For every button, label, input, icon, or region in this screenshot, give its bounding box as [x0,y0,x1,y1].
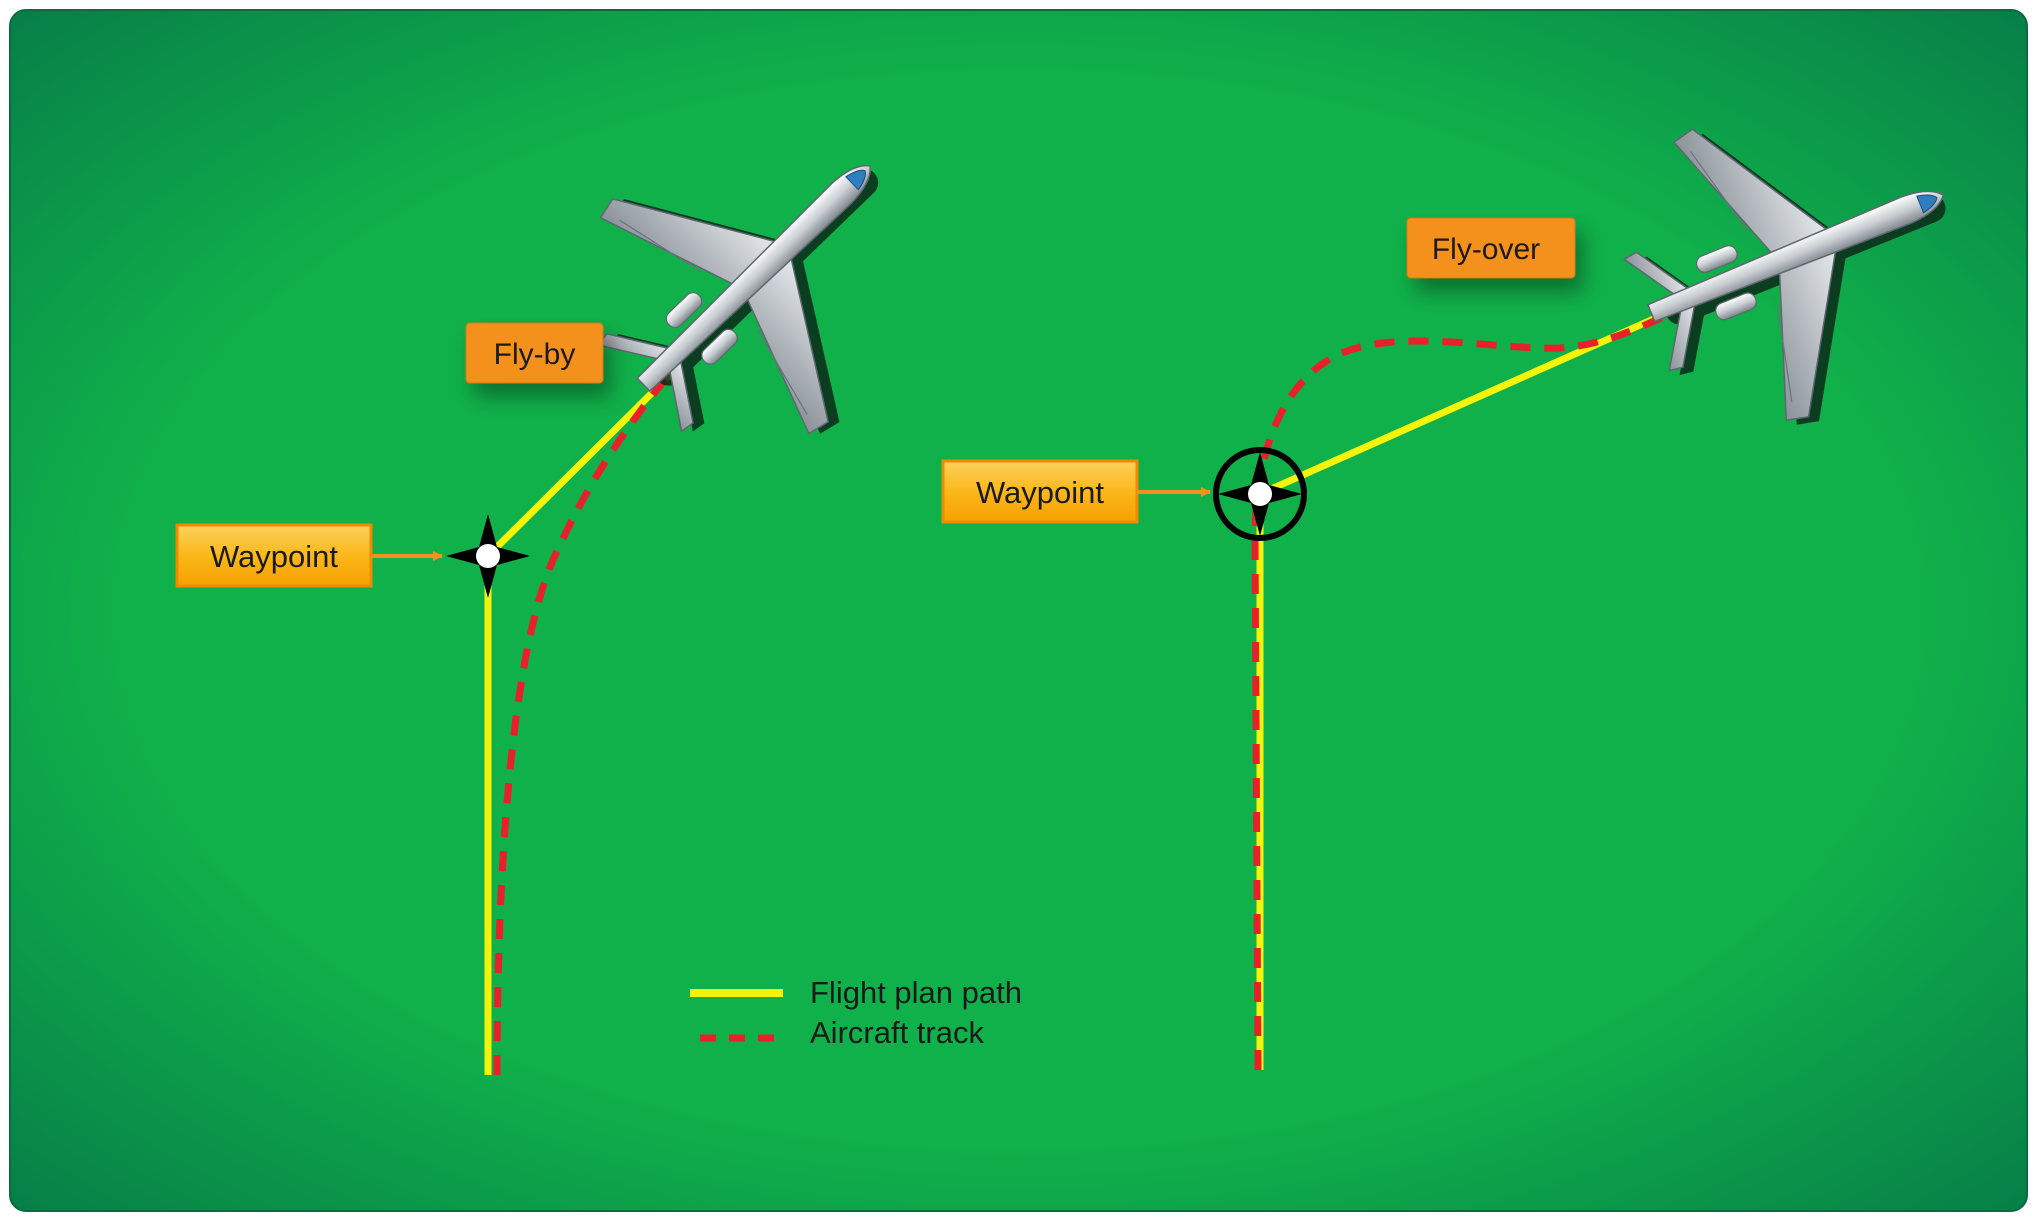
waypoint-right-label: Waypoint [976,475,1104,510]
fly-by-label-text: Fly-by [494,338,576,371]
waypoint-right-box [941,459,1139,524]
legend-aircraft-track-label: Aircraft track [810,1015,984,1050]
waypoint-left-label: Waypoint [210,539,338,574]
fly-by-aircraft-track [493,365,678,1076]
waypoint-left-box [175,523,373,588]
legend-flight-plan-label: Flight plan path [810,975,1022,1010]
fly-over-aircraft-track [1251,301,1692,1071]
waypoint-fly-over-icon [1213,447,1307,541]
fly-over-diagram: Fly-over Waypoint [941,50,2006,1071]
fly-over-label-text: Fly-over [1432,233,1540,266]
background-panel [9,9,2028,1212]
fly-by-label [465,322,604,384]
fly-by-diagram: Fly-by Waypoint [175,53,985,1076]
fly-over-label [1406,217,1576,279]
legend: Flight plan path Aircraft track [690,975,1022,1050]
